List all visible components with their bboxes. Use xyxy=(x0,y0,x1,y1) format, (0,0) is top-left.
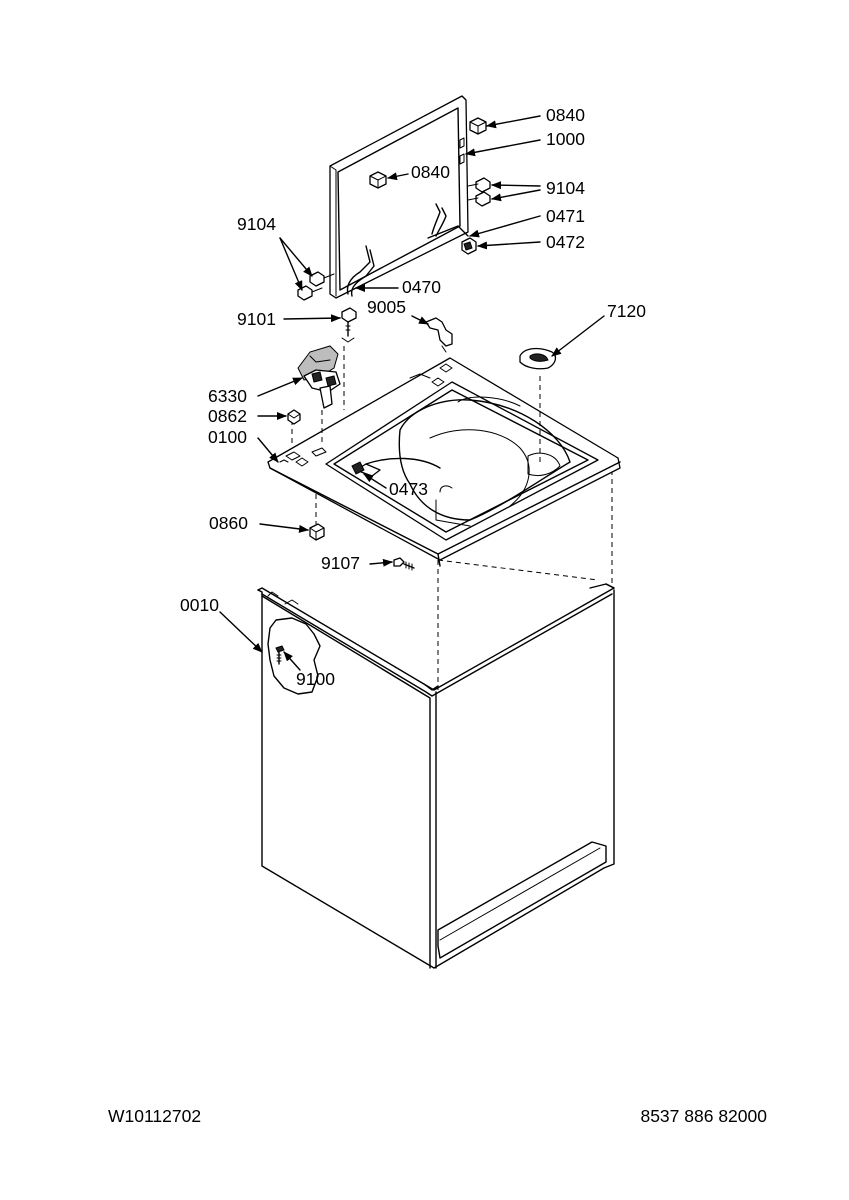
cabinet-0010 xyxy=(257,583,615,969)
leader-lines xyxy=(219,115,605,671)
label-0862: 0862 xyxy=(208,406,247,426)
label-0471: 0471 xyxy=(546,206,585,226)
lid-1000 xyxy=(329,95,469,299)
label-0472: 0472 xyxy=(546,232,585,252)
top-panel-0100 xyxy=(267,346,621,567)
label-9101: 9101 xyxy=(237,309,276,329)
part-labels: 0840 1000 0840 9104 0471 0472 9104 0470 … xyxy=(180,105,646,689)
label-9104-left: 9104 xyxy=(237,214,276,234)
label-0100: 0100 xyxy=(208,427,247,447)
hardware xyxy=(287,117,557,571)
label-9005: 9005 xyxy=(367,297,406,317)
label-9100: 9100 xyxy=(296,669,335,689)
label-7120: 7120 xyxy=(607,301,646,321)
label-0473: 0473 xyxy=(389,479,428,499)
label-9104-right: 9104 xyxy=(546,178,585,198)
label-0470: 0470 xyxy=(402,277,441,297)
label-1000: 1000 xyxy=(546,129,585,149)
label-0840-lid-top: 0840 xyxy=(546,105,585,125)
document-number: W10112702 xyxy=(108,1106,202,1126)
alignment-guides xyxy=(315,470,613,690)
label-0840-lid-inner: 0840 xyxy=(411,162,450,182)
label-0010: 0010 xyxy=(180,595,219,615)
label-9107: 9107 xyxy=(321,553,360,573)
model-number: 8537 886 82000 xyxy=(640,1106,767,1126)
label-6330: 6330 xyxy=(208,386,247,406)
label-0860: 0860 xyxy=(209,513,248,533)
